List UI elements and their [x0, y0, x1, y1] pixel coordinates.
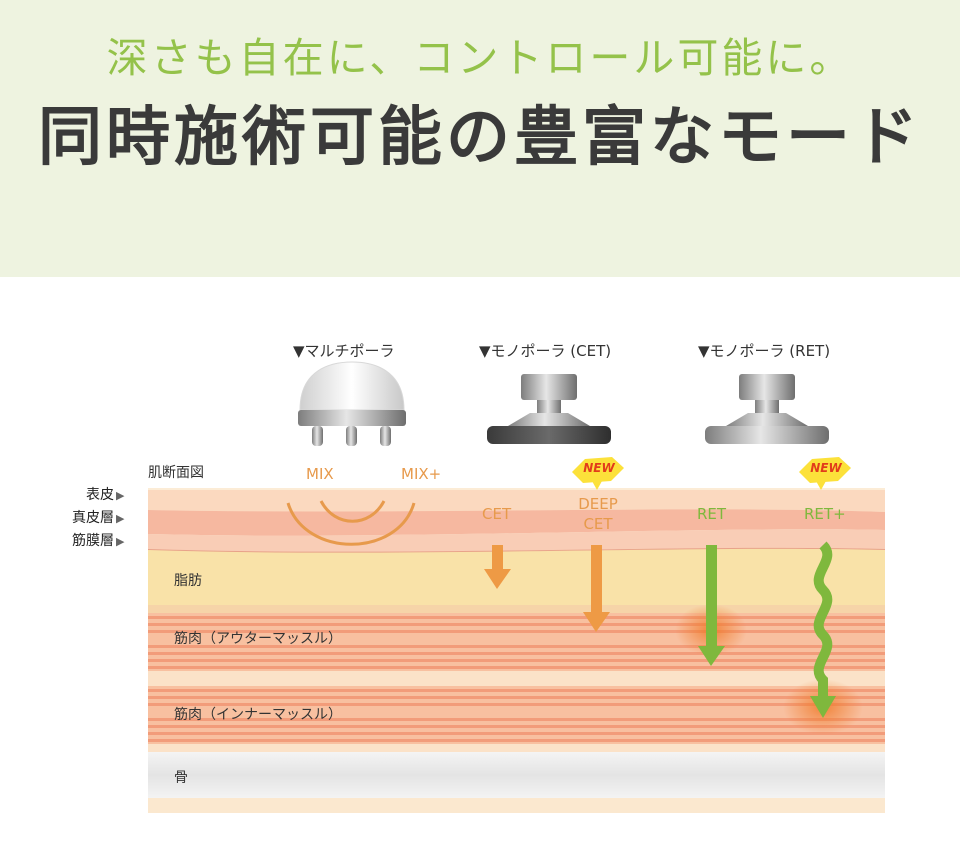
layer-label-bone: 骨: [174, 770, 188, 786]
subtitle: 深さも自在に、コントロール可能に。: [106, 34, 854, 82]
mode-label-cet: CET: [482, 505, 512, 523]
device-label-multipolar: ▼マルチポーラ: [293, 342, 395, 360]
fascia-layer: [147, 547, 886, 554]
outer-muscle-layer: [148, 613, 885, 671]
mode-label-ret: RET: [697, 505, 727, 523]
mode-label-deep-cet: DEEP CET: [576, 494, 620, 534]
monopolar-cet-device: [487, 374, 611, 444]
layer-label-fat: 脂肪: [174, 573, 202, 589]
side-label-fascia: 筋膜層▶: [72, 530, 124, 550]
layer-label-inner-muscle: 筋肉（インナーマッスル）: [174, 707, 342, 723]
bone-layer: [148, 752, 885, 798]
side-label-dermis: 真皮層▶: [72, 507, 124, 527]
new-badge-label: NEW: [583, 461, 615, 475]
layer-label-outer-muscle: 筋肉（アウターマッスル）: [174, 631, 342, 647]
mix-plus-arc: [286, 502, 416, 546]
epidermis-layer: [148, 490, 885, 512]
deep-cet-arrow: [583, 545, 610, 632]
header-banner: 深さも自在に、コントロール可能に。 同時施術可能の豊富なモード: [0, 0, 960, 277]
dermis-text: 真皮層: [72, 510, 114, 526]
cet-arrow: [484, 545, 511, 589]
new-badge-deep-cet: [572, 457, 624, 490]
inner-muscle-layer: [148, 686, 885, 744]
triangle-right-icon: ▶: [116, 489, 125, 502]
device-label-monopolar-cet: ▼モノポーラ (CET): [479, 342, 612, 360]
triangle-right-icon: ▶: [116, 512, 125, 525]
fascia-text: 筋膜層: [72, 533, 114, 549]
mix-arc: [319, 500, 386, 523]
mode-label-mix: MIX: [306, 465, 334, 483]
new-badge-ret-plus: [799, 457, 851, 490]
fat-layer: [148, 548, 885, 605]
multipolar-device: [298, 361, 406, 446]
mode-label-mix-plus: MIX+: [401, 465, 442, 483]
ret-plus-arrow: [810, 541, 836, 718]
monopolar-ret-device: [705, 374, 829, 444]
new-badge-label: NEW: [810, 461, 842, 475]
side-label-epidermis: 表皮▶: [86, 484, 124, 504]
triangle-right-icon: ▶: [116, 535, 125, 548]
epidermis-text: 表皮: [86, 487, 114, 503]
page-title: 同時施術可能の豊富なモード: [38, 101, 922, 175]
deep-cet-line2: CET: [583, 515, 613, 533]
device-label-monopolar-ret: ▼モノポーラ (RET): [698, 342, 831, 360]
ret-arrow: [698, 545, 725, 666]
mode-label-ret-plus: RET+: [804, 505, 846, 523]
cross-section-label: 肌断面図: [148, 465, 204, 481]
deep-cet-line1: DEEP: [578, 495, 618, 513]
